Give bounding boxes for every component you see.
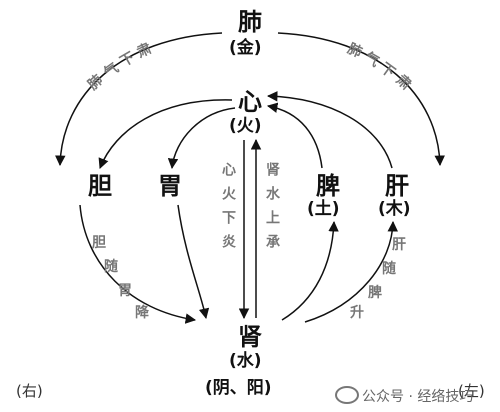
lung-right-arrow xyxy=(277,32,445,167)
liver-ascend-label-char: 肝 xyxy=(392,237,406,253)
liver-ascend-label-char: 升 xyxy=(350,305,364,321)
stomach-to-kidney-arrow xyxy=(177,204,210,320)
kidney-name: 肾 xyxy=(238,323,262,351)
wechat-icon xyxy=(335,386,359,404)
gallbladder-descend-label-char: 降 xyxy=(135,305,149,321)
spleen-element: (土) xyxy=(307,199,340,219)
liver-to-heart-arrow xyxy=(266,91,393,169)
heart-name: 心 xyxy=(238,88,262,116)
kidney-sub: (阴、阳) xyxy=(205,378,272,398)
gallbladder-descend-label-char: 随 xyxy=(104,259,118,275)
heart-fire-down-label: 心火下炎 xyxy=(220,162,236,258)
liver-name: 肝 xyxy=(385,172,409,200)
lung-element: (金) xyxy=(229,38,262,58)
spleen-to-heart-arrow xyxy=(266,102,323,169)
gallbladder-descend-label-char: 胃 xyxy=(118,283,132,299)
kidney-water-up-label: 肾水上承 xyxy=(264,162,280,258)
heart-to-stomach-arrow xyxy=(167,107,236,170)
spleen-name: 脾 xyxy=(316,172,340,200)
lung-name: 肺 xyxy=(238,8,262,36)
heart-element: (火) xyxy=(229,116,262,136)
gallbladder-descend-label-char: 胆 xyxy=(92,235,106,251)
liver-ascend-label-char: 脾 xyxy=(368,285,382,301)
corner-left-label: (右) xyxy=(16,382,43,400)
gallbladder-name: 胆 xyxy=(88,172,112,200)
kidney-to-liver-arrow xyxy=(304,220,399,323)
lung-left-arrow xyxy=(55,32,223,167)
kidney-to-spleen-arrow xyxy=(281,220,339,321)
kidney-element: (水) xyxy=(229,351,262,371)
liver-element: (木) xyxy=(378,199,411,219)
liver-ascend-label-char: 随 xyxy=(382,261,396,277)
watermark-text: 公众号 · 经络技巧 xyxy=(362,389,474,405)
heart-to-gallbladder-arrow xyxy=(98,99,233,169)
corner-right-label: (左) xyxy=(458,382,485,400)
stomach-name: 胃 xyxy=(158,172,182,200)
gallbladder-to-kidney-arrow xyxy=(79,204,197,324)
